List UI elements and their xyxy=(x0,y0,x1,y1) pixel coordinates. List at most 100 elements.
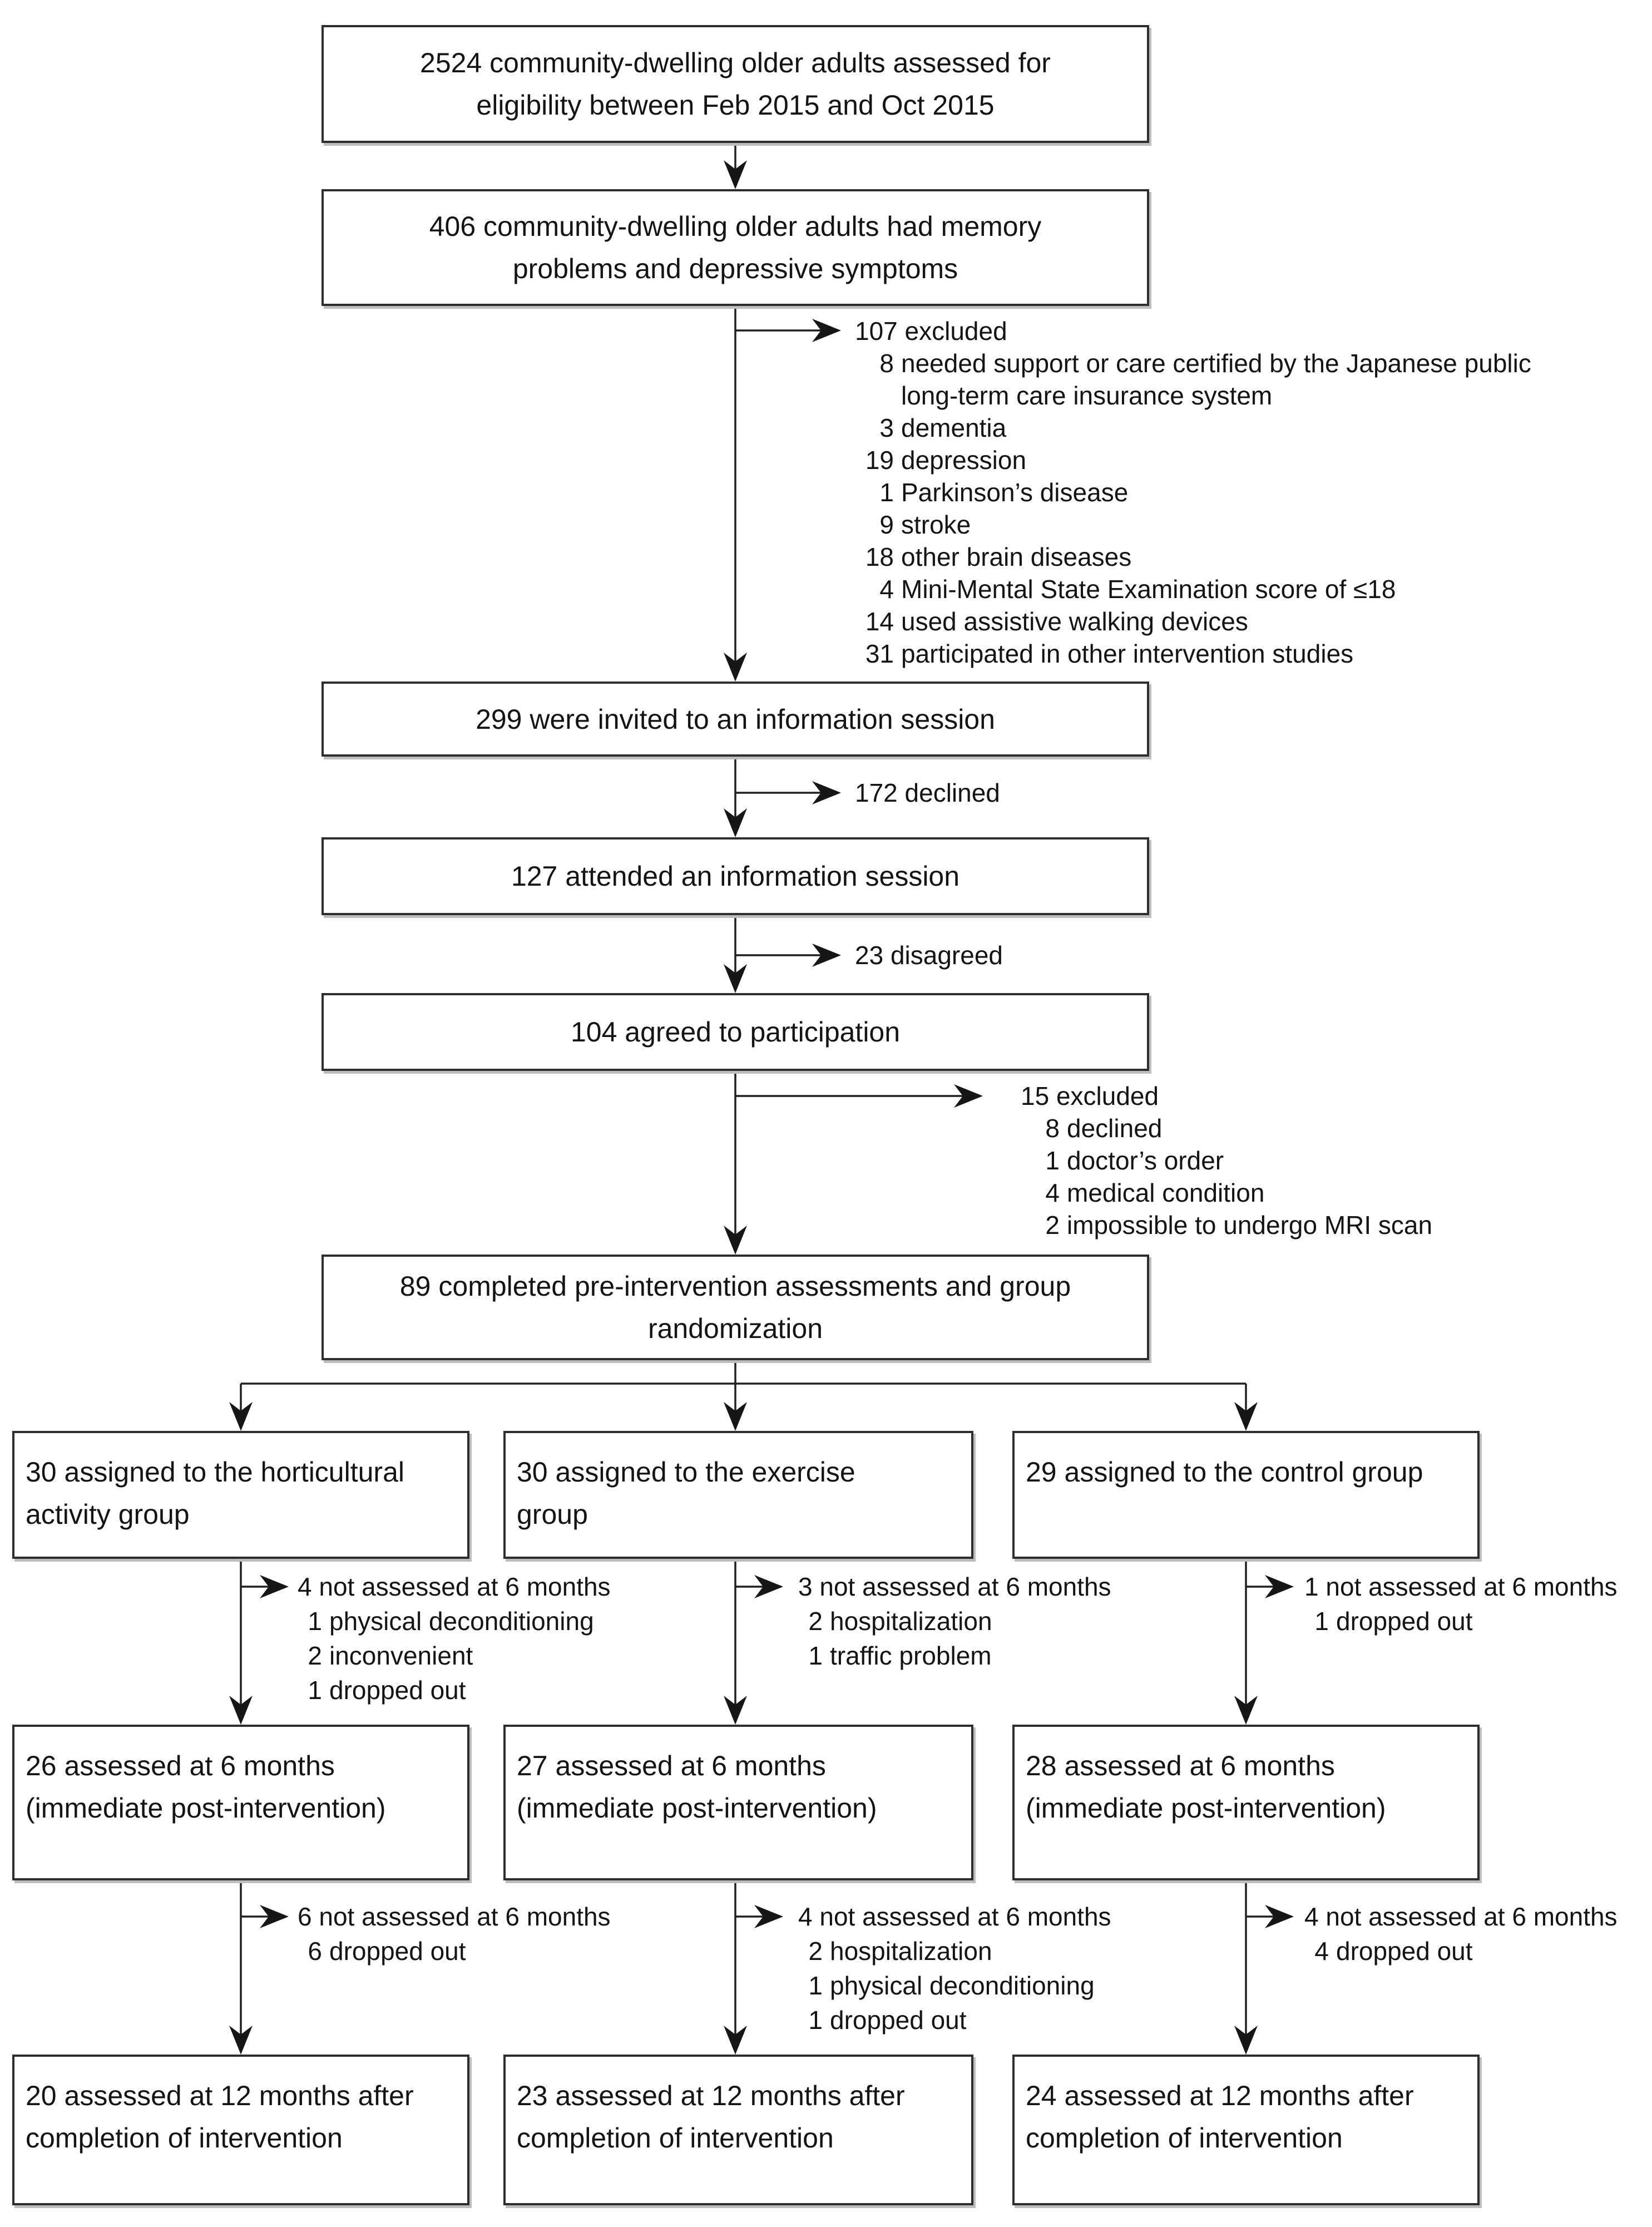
branch-title: 15 excluded xyxy=(1021,1082,1159,1110)
branch-item-count: 1 xyxy=(1314,1607,1329,1636)
box-group-exercise: 30 assigned to the exercise group xyxy=(503,1431,973,1559)
branch-item-count: 1 xyxy=(308,1607,322,1636)
branch-item-count: 14 xyxy=(865,607,894,636)
box-text: 30 assigned to the horticultural activit… xyxy=(26,1456,404,1530)
branch-item-count: 1 xyxy=(879,478,894,507)
branch-item-label: hospitalization xyxy=(830,1937,992,1966)
box-text: 27 assessed at 6 months (immediate post-… xyxy=(517,1750,877,1824)
box-text: 20 assessed at 12 months after completio… xyxy=(26,2080,414,2154)
branch-item-count: 18 xyxy=(865,542,894,571)
box-12m-horticultural: 20 assessed at 12 months after completio… xyxy=(12,2055,469,2205)
branch-item-count: 3 xyxy=(879,413,894,442)
box-text: 406 community-dwelling older adults had … xyxy=(429,211,1042,284)
branch-item-count: 4 xyxy=(1314,1937,1329,1966)
box-invited-session: 299 were invited to an information sessi… xyxy=(322,682,1149,757)
branch-item-label: needed support or care certified by the … xyxy=(901,349,1531,410)
box-attended-session: 127 attended an information session xyxy=(322,837,1149,915)
branch-item-count: 1 xyxy=(808,2006,823,2035)
branch-item-count: 1 xyxy=(1045,1146,1060,1175)
branch-item-label: hospitalization xyxy=(830,1607,992,1636)
box-text: 89 completed pre-intervention assessment… xyxy=(399,1271,1071,1344)
box-agreed-participation: 104 agreed to participation xyxy=(322,993,1149,1071)
branch-disagreed-23: 23 disagreed xyxy=(855,939,1003,971)
box-randomization: 89 completed pre-intervention assessment… xyxy=(322,1255,1149,1360)
branch-item-label: participated in other intervention studi… xyxy=(901,639,1354,668)
branch-item-count: 6 xyxy=(308,1937,322,1966)
branch-item-count: 9 xyxy=(879,510,894,539)
box-assessed-eligibility: 2524 community-dwelling older adults ass… xyxy=(322,25,1149,143)
branch-item-count: 4 xyxy=(879,575,894,604)
box-12m-control: 24 assessed at 12 months after completio… xyxy=(1012,2055,1480,2205)
branch-item-label: dropped out xyxy=(1336,1937,1473,1966)
branch-item-label: dropped out xyxy=(329,1937,466,1966)
branch-item-label: dropped out xyxy=(329,1676,466,1705)
branch-item-count: 31 xyxy=(865,639,894,668)
branch-item-label: medical condition xyxy=(1067,1178,1265,1207)
branch-title: 3 not assessed at 6 months xyxy=(798,1572,1111,1601)
branch-item-label: dropped out xyxy=(1336,1607,1473,1636)
branch-item-count: 1 xyxy=(808,1971,823,2000)
branch-title: 172 declined xyxy=(855,778,1000,807)
branch-item-label: doctor’s order xyxy=(1067,1146,1224,1175)
branch-title: 23 disagreed xyxy=(855,941,1003,970)
box-text: 2524 community-dwelling older adults ass… xyxy=(420,47,1051,121)
branch-item-label: Parkinson’s disease xyxy=(901,478,1129,507)
box-text: 23 assessed at 12 months after completio… xyxy=(517,2080,905,2154)
branch-item-label: depression xyxy=(901,446,1027,475)
branch-item-count: 2 xyxy=(1045,1211,1060,1240)
branch-item-label: stroke xyxy=(901,510,971,539)
branch-item-count: 8 xyxy=(879,349,894,378)
box-text: 24 assessed at 12 months after completio… xyxy=(1026,2080,1414,2154)
branch-item-label: Mini-Mental State Examination score of ≤… xyxy=(901,575,1396,604)
branch-item-label: physical deconditioning xyxy=(329,1607,594,1636)
branch-item-label: other brain diseases xyxy=(901,542,1132,571)
branch-item-label: inconvenient xyxy=(329,1641,473,1670)
branch-item-label: used assistive walking devices xyxy=(901,607,1248,636)
branch-title: 4 not assessed at 6 months xyxy=(798,1902,1111,1931)
branch-item-label: declined xyxy=(1067,1114,1163,1143)
branch-item-count: 19 xyxy=(865,446,894,475)
branch-title: 1 not assessed at 6 months xyxy=(1304,1572,1618,1601)
branch-item-count: 2 xyxy=(808,1937,823,1966)
branch-title: 6 not assessed at 6 months xyxy=(298,1902,611,1931)
box-text: 127 attended an information session xyxy=(511,861,960,892)
box-6m-exercise: 27 assessed at 6 months (immediate post-… xyxy=(503,1725,973,1880)
box-6m-horticultural: 26 assessed at 6 months (immediate post-… xyxy=(12,1725,469,1880)
branch-item-count: 2 xyxy=(308,1641,322,1670)
branch-item-label: impossible to undergo MRI scan xyxy=(1067,1211,1433,1240)
branch-item-count: 1 xyxy=(808,1641,823,1670)
branch-item-count: 8 xyxy=(1045,1114,1060,1143)
branch-item-label: physical deconditioning xyxy=(830,1971,1095,2000)
box-6m-control: 28 assessed at 6 months (immediate post-… xyxy=(1012,1725,1480,1880)
branch-item-count: 1 xyxy=(308,1676,322,1705)
box-memory-problems: 406 community-dwelling older adults had … xyxy=(322,189,1149,306)
